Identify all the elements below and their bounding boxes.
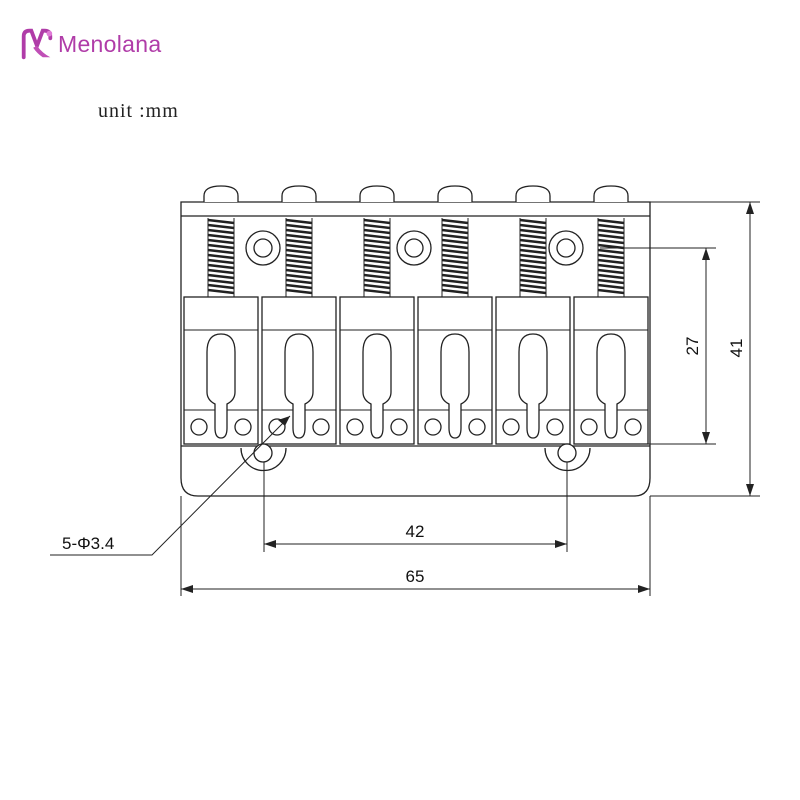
height-screw: [468, 418, 486, 436]
dim-42-label: 42: [406, 522, 425, 541]
base-plate: [180, 201, 651, 497]
saddle-slot: [440, 333, 470, 439]
height-screw: [624, 418, 642, 436]
screw-head: [515, 185, 551, 202]
spring: [519, 218, 547, 295]
screw-head: [359, 185, 395, 202]
height-screw: [190, 418, 208, 436]
dim-41-label: 41: [727, 339, 746, 358]
front-hole-left: [253, 443, 273, 463]
rail-hole-inner: [253, 238, 273, 258]
height-screw: [424, 418, 442, 436]
brand-name: Menolana: [58, 30, 162, 57]
spring: [207, 218, 235, 295]
spring: [363, 218, 391, 295]
height-screw: [580, 418, 598, 436]
height-screw: [390, 418, 408, 436]
spring: [285, 218, 313, 295]
dim-65-label: 65: [406, 567, 425, 586]
saddle-slot: [518, 333, 548, 439]
rail-hole-inner: [556, 238, 576, 258]
mount-holes-label: 5-Φ3.4: [62, 534, 114, 553]
menolana-logo-icon: [21, 28, 53, 60]
height-screw: [502, 418, 520, 436]
screw-head: [203, 185, 239, 202]
leader-line: [50, 415, 291, 556]
front-mount-holes: [240, 443, 591, 472]
saddle-slot: [284, 333, 314, 439]
rail-mount-holes: [245, 230, 584, 266]
height-screw: [268, 418, 286, 436]
arrowheads: [181, 202, 754, 593]
saddle-slot: [596, 333, 626, 439]
saddle-group: [183, 185, 649, 445]
height-screw: [234, 418, 252, 436]
brand: Menolana: [18, 24, 161, 64]
height-screw: [312, 418, 330, 436]
saddle-slot: [362, 333, 392, 439]
unit-label: unit :mm: [98, 100, 179, 122]
front-hole-right: [557, 443, 577, 463]
saddle-slot: [206, 333, 236, 439]
height-screw: [346, 418, 364, 436]
screw-head: [437, 185, 473, 202]
rail-hole-inner: [404, 238, 424, 258]
spring: [441, 218, 469, 295]
height-screw: [546, 418, 564, 436]
spring: [597, 218, 625, 295]
screw-head: [281, 185, 317, 202]
screw-head: [593, 185, 629, 202]
dim-27-label: 27: [683, 337, 702, 356]
